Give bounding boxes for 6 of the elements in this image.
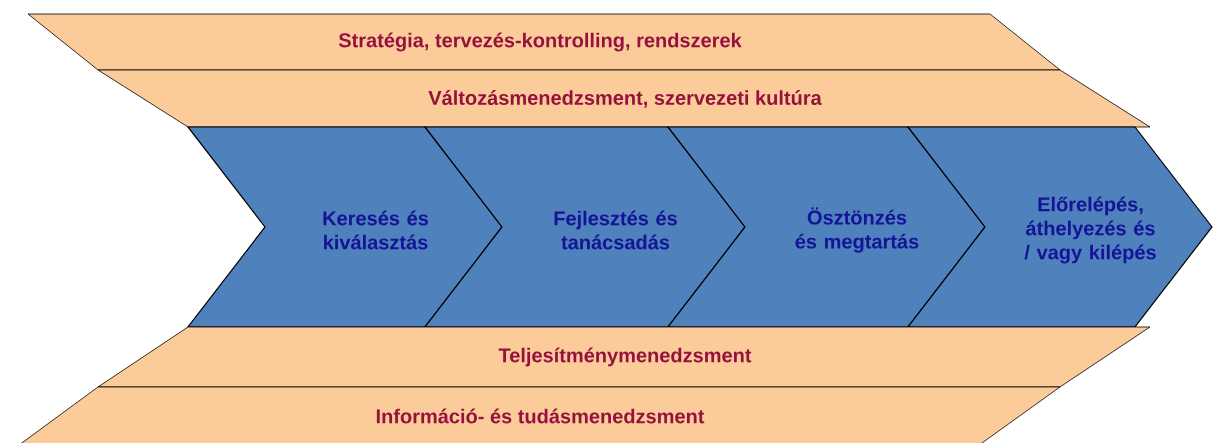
banner-band: Teljesítménymenedzsment — [97, 326, 1151, 388]
banner-band: Stratégia, tervezés-kontrolling, rendszerek — [27, 13, 1061, 71]
banner-band: Változásmenedzsment, szervezeti kultúra — [97, 69, 1151, 128]
chevron-step: Keresés és kiválasztás — [186, 126, 503, 328]
banner-band: Információ- és tudásmenedzsment — [14, 386, 1061, 443]
node-label: Előrelépés, áthelyezés és / vagy kilépés — [1024, 196, 1156, 264]
